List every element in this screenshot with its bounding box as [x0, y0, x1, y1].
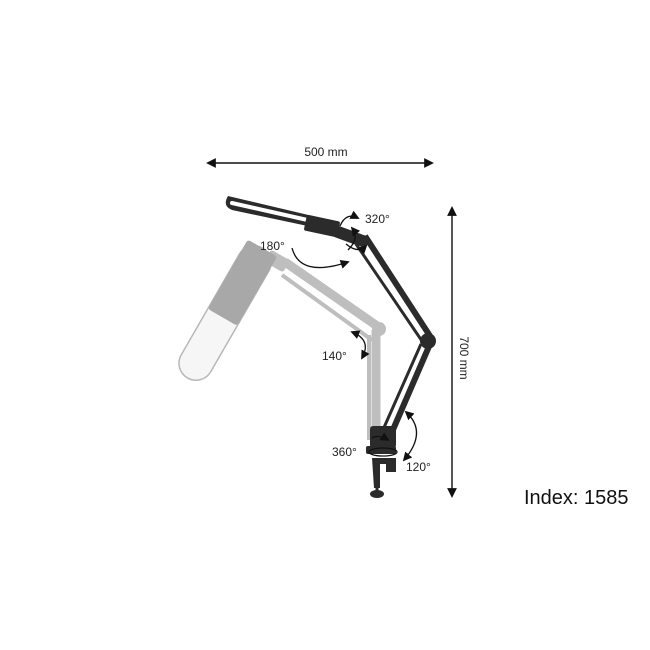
lamp-head [225, 196, 340, 237]
lamp-body [225, 196, 436, 498]
angle-140: 140° [322, 330, 370, 363]
angle-320: 320° [339, 210, 390, 255]
height-label: 700 mm [457, 336, 471, 379]
width-label: 500 mm [304, 145, 347, 159]
angle-180-label: 180° [260, 239, 285, 253]
angle-120-label: 120° [406, 460, 431, 474]
width-dimension: 500 mm [206, 145, 434, 168]
angle-360-label: 360° [332, 445, 357, 459]
angle-320-label: 320° [365, 212, 390, 226]
angle-360: 360° [332, 432, 398, 459]
ghost-lamp-head [178, 240, 277, 381]
index-label: Index: 1585 [524, 487, 629, 509]
ghost-lamp [265, 250, 386, 440]
angle-180: 180° [260, 226, 361, 269]
height-dimension: 700 mm [447, 206, 471, 498]
angle-120: 120° [402, 410, 431, 474]
angle-140-label: 140° [322, 349, 347, 363]
